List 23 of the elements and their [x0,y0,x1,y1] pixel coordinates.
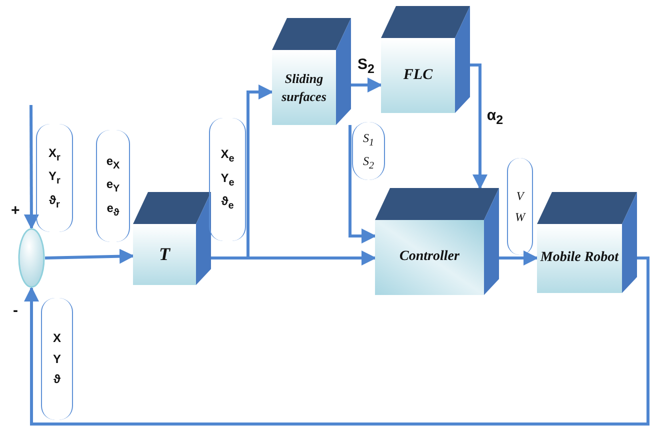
edge-label: α$_{2}$ [486,106,504,129]
edge-label: X Y ϑ [41,298,73,420]
summing-junction [18,228,45,288]
edge-label: S$_{2}$ [356,54,376,78]
arrow [499,250,538,266]
block-label: Sliding surfaces [280,70,328,106]
edge-label: e$_{X}$ e$_{Y}$ e$_{ϑ}$ [96,130,130,242]
block-label: FLC [403,66,433,86]
sign-label: + [11,202,20,219]
edge-label: V W [507,158,533,255]
arrow [24,105,39,230]
edge-label: X$_{r}$ Y$_{r}$ ϑ$_{r}$ [36,124,73,232]
block-label: T [159,243,170,266]
block-label: Controller [400,248,460,266]
arrow [348,125,376,244]
edge-label: X$_{e}$ Y$_{e}$ ϑ$_{e}$ [209,118,246,241]
block-label: Mobile Robot [540,249,619,268]
sign-label: - [13,302,18,319]
arrow [44,248,134,264]
arrow [351,78,382,92]
arrow [24,256,650,426]
arrow [470,64,488,190]
edge-label: S$_{1}$ S$_{2}$ [352,122,385,180]
